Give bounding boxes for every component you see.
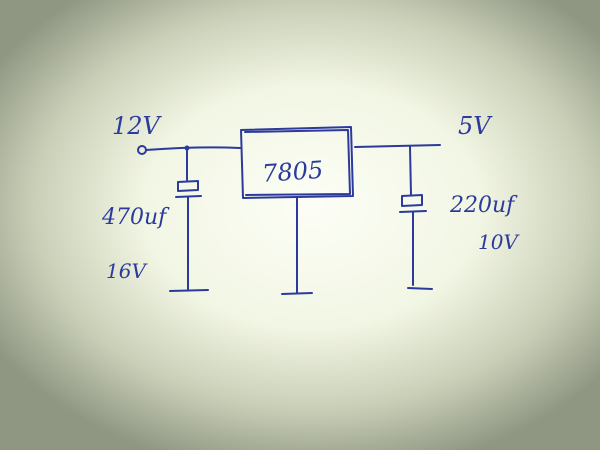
regulator-7805 xyxy=(240,126,354,199)
output-wire xyxy=(354,144,441,148)
input-capacitor xyxy=(169,149,209,292)
input-capacitor-value: 470uf xyxy=(101,205,170,230)
input-wire xyxy=(145,146,241,151)
input-terminal xyxy=(137,145,147,155)
input-junction xyxy=(184,145,190,151)
output-capacitor-voltage: 10V xyxy=(478,230,520,254)
output-capacitor-value: 220uf xyxy=(449,193,518,218)
output-voltage-label: 5V xyxy=(458,112,493,140)
input-voltage-label: 12V xyxy=(112,112,163,140)
output-capacitor xyxy=(399,146,433,290)
regulator-ground xyxy=(281,197,313,295)
regulator-label: 7805 xyxy=(261,156,324,188)
input-capacitor-voltage: 16V xyxy=(106,259,148,283)
